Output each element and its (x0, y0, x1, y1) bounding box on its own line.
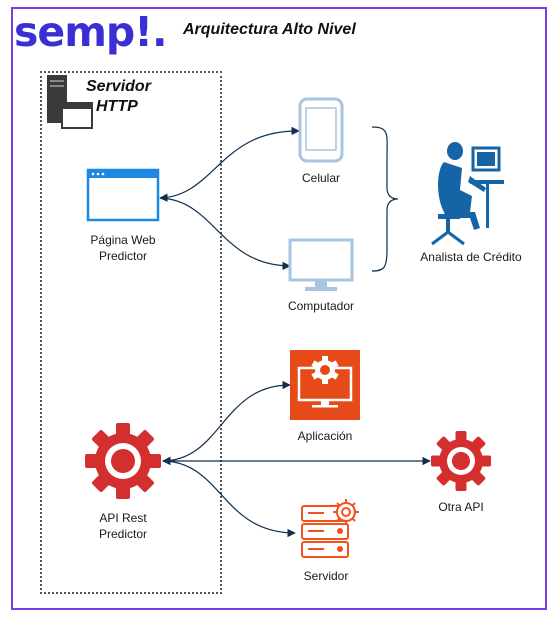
app-gear-monitor-icon (290, 350, 360, 420)
edge-web-to-phone (159, 126, 300, 202)
semp-logo: semp!. (14, 8, 168, 56)
browser-window-icon (86, 168, 160, 222)
web-page-label-line2: Predictor (98, 249, 148, 263)
application-label: Aplicación (297, 429, 353, 443)
http-server-group (40, 71, 222, 594)
http-server-title-line1: Servidor (86, 78, 151, 95)
person-at-computer-icon (431, 142, 504, 246)
edge-api-to-app (162, 380, 291, 466)
smartphone-icon (298, 97, 344, 163)
http-server-title: Servidor HTTP (86, 77, 151, 117)
diagram-frame (11, 7, 547, 610)
web-page-label-line1: Página Web (90, 233, 156, 247)
analyst-label: Analista de Crédito (420, 250, 522, 264)
diagram-title: Arquitectura Alto Nivel (183, 21, 356, 38)
computer-label: Computador (287, 299, 355, 313)
phone-label: Celular (301, 171, 340, 185)
api-rest-label: API Rest Predictor (73, 510, 173, 542)
monitor-icon (288, 238, 354, 291)
api-rest-label-line1: API Rest (99, 511, 147, 525)
other-api-label: Otra API (438, 500, 484, 514)
edge-api-to-server (162, 460, 296, 538)
http-server-title-line2: HTTP (96, 98, 138, 115)
server-gear-icon (301, 499, 359, 558)
edge-web-to-computer (159, 197, 291, 271)
analyst-brace (371, 126, 399, 272)
api-rest-gear-icon (85, 423, 161, 499)
server-label: Servidor (303, 569, 349, 583)
http-server-icon (47, 75, 93, 129)
api-rest-label-line2: Predictor (98, 527, 148, 541)
other-api-gear-icon (431, 431, 491, 491)
web-page-label: Página Web Predictor (68, 232, 178, 264)
